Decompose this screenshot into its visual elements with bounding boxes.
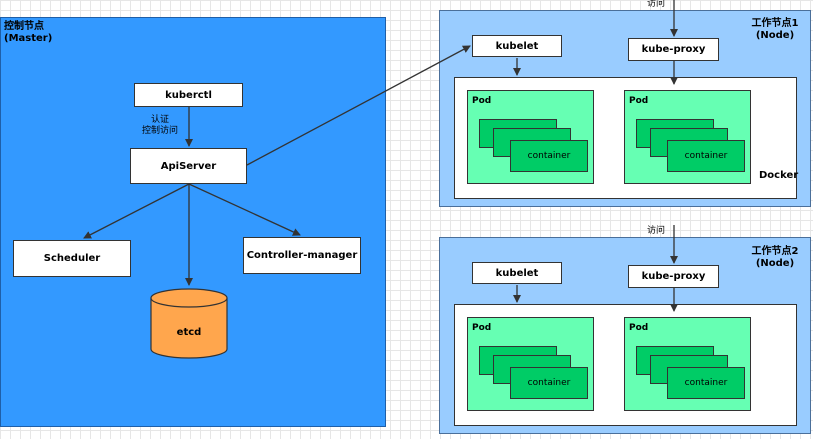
pod: Pod container [624,90,751,184]
arrow-apiserver-to-controller [188,183,301,236]
etcd-label: etcd [176,327,202,338]
pod-label: Pod [629,96,649,106]
master-title: 控制节点 (Master) [4,21,53,44]
node-2-kubelet-box: kubelet [472,262,562,284]
pod: Pod container [467,90,594,184]
node-2-access-label: 访问 [647,226,666,236]
pod-label: Pod [629,323,649,333]
scheduler-box: Scheduler [13,240,131,277]
node-1-kube-proxy-box: kube-proxy [628,38,719,61]
arrow-apiserver-to-scheduler [83,183,190,239]
container-box: container [510,140,588,172]
container-box: container [510,367,588,399]
node-1-kubelet-box: kubelet [472,35,562,57]
worker-node-2-title: 工作节点2 (Node) [751,246,799,269]
node-1-docker-label: Docker [759,170,799,181]
pod-label: Pod [472,96,492,106]
pod: Pod container [624,317,751,411]
auth-note: 认证 控制访问 [141,115,178,136]
etcd-cylinder [150,288,228,359]
node-1-access-label: 访问 [647,0,666,9]
container-box: container [667,140,745,172]
container-box: container [667,367,745,399]
worker-node-1-title: 工作节点1 (Node) [751,18,799,41]
kuberctl-box: kuberctl [134,83,243,107]
controller-manager-box: Controller-manager [243,237,361,274]
node-2-kube-proxy-box: kube-proxy [628,265,719,288]
pod-label: Pod [472,323,492,333]
pod: Pod container [467,317,594,411]
apiserver-box: ApiServer [130,148,247,184]
arrow-apiserver-to-kubelet [246,45,471,166]
